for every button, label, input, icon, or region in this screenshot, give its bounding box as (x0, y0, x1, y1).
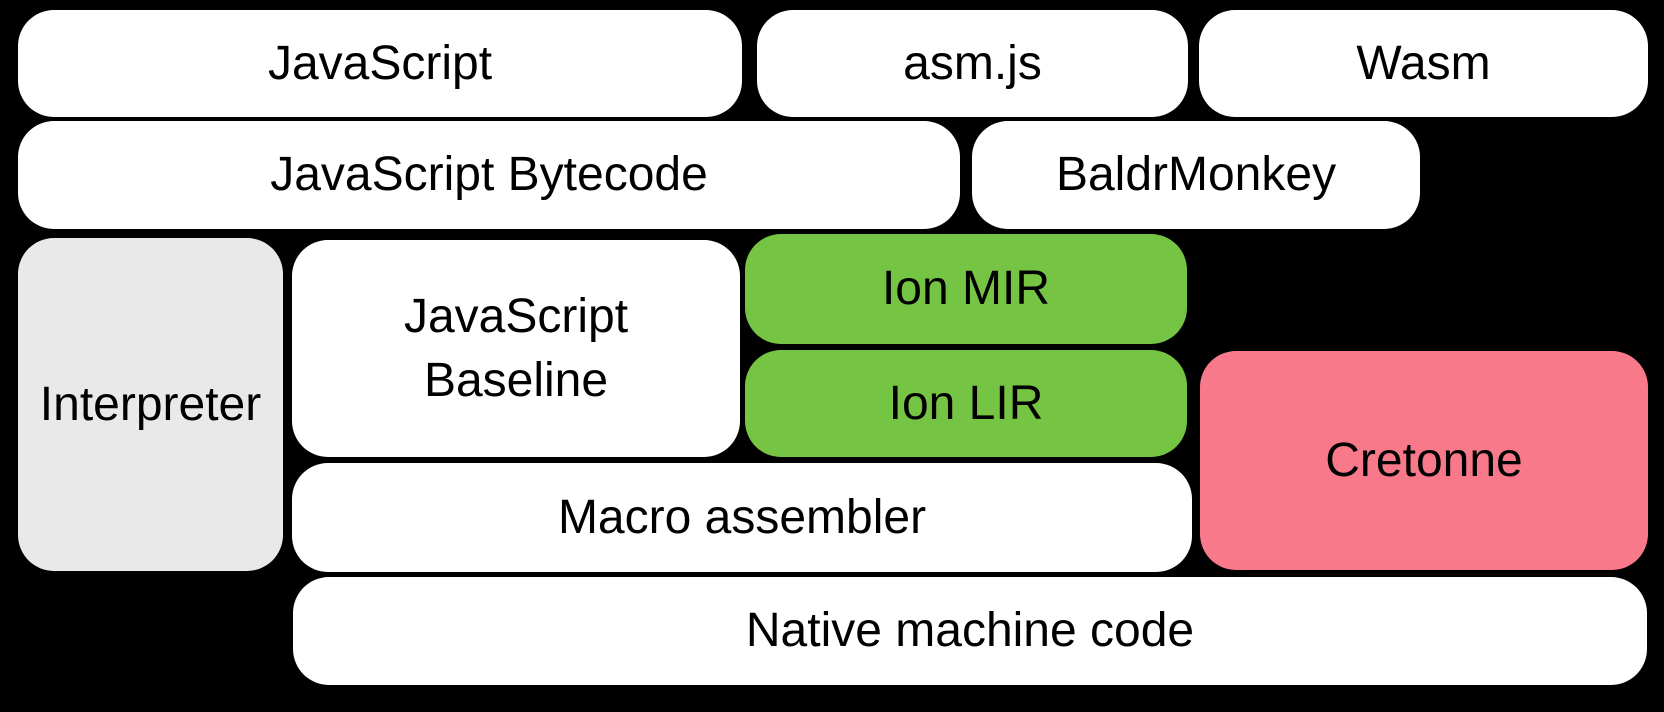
node-ion-mir: Ion MIR (745, 234, 1187, 344)
node-wasm-label: Wasm (1356, 36, 1491, 90)
node-native-machine-code-label: Native machine code (745, 604, 1195, 658)
node-interpreter: Interpreter (18, 238, 283, 571)
node-asm-js: asm.js (757, 10, 1188, 117)
node-cretonne: Cretonne (1200, 351, 1648, 570)
node-cretonne-label: Cretonne (1325, 433, 1523, 487)
node-native-machine-code: Native machine code (293, 577, 1647, 685)
node-javascript-bytecode: JavaScript Bytecode (18, 121, 960, 229)
node-wasm: Wasm (1199, 10, 1648, 117)
node-ion-mir-label: Ion MIR (881, 262, 1051, 316)
node-javascript-baseline-label: JavaScript Baseline (403, 290, 629, 407)
node-ion-lir-label: Ion LIR (888, 376, 1044, 430)
node-baldrmonkey: BaldrMonkey (972, 121, 1420, 229)
node-baldrmonkey-label: BaldrMonkey (1055, 148, 1337, 202)
node-javascript: JavaScript (18, 10, 742, 117)
node-macro-assembler: Macro assembler (292, 463, 1192, 572)
node-interpreter-label: Interpreter (39, 377, 262, 431)
node-ion-lir: Ion LIR (745, 350, 1187, 457)
node-macro-assembler-label: Macro assembler (557, 490, 927, 544)
node-javascript-baseline: JavaScript Baseline (292, 240, 740, 457)
node-javascript-label: JavaScript (267, 36, 493, 90)
node-asm-js-label: asm.js (903, 36, 1042, 90)
node-javascript-bytecode-label: JavaScript Bytecode (270, 148, 708, 202)
